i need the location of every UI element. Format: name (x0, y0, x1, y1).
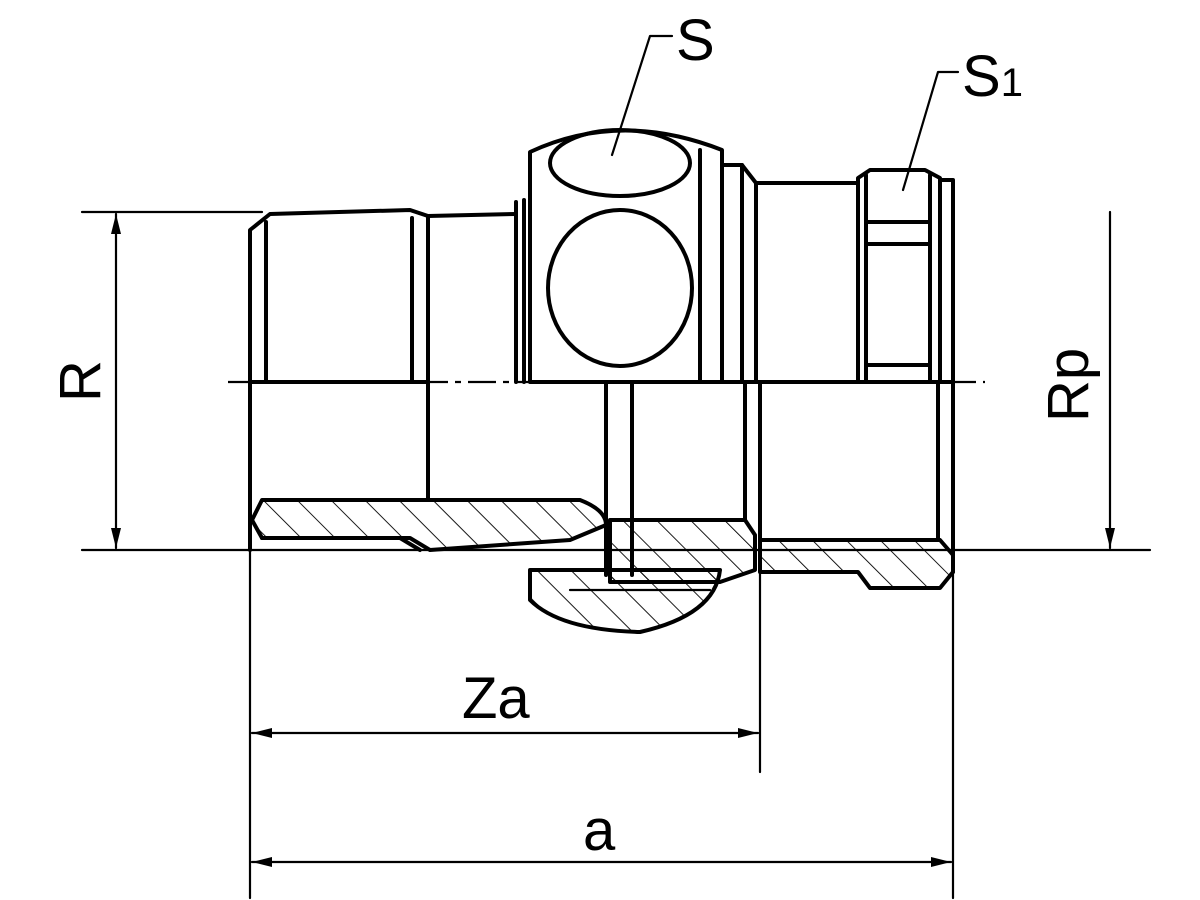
label-s: S (676, 8, 715, 73)
neck (426, 198, 526, 384)
section-male (250, 498, 608, 552)
label-a: a (583, 798, 616, 863)
label-s1: S1 (962, 44, 1023, 109)
leader-s (610, 34, 674, 157)
nut (856, 168, 955, 384)
label-s1-main: S (962, 44, 1001, 109)
male-thread-end (248, 208, 430, 502)
label-rp: Rp (1036, 348, 1101, 422)
union-right-body (720, 163, 864, 384)
label-r: R (48, 360, 113, 402)
hex-body (528, 128, 724, 384)
section-female (758, 538, 955, 590)
leader-s1 (901, 70, 960, 192)
label-s1-sub: 1 (1001, 61, 1023, 105)
label-za: Za (462, 666, 530, 731)
section-nut (528, 568, 722, 634)
